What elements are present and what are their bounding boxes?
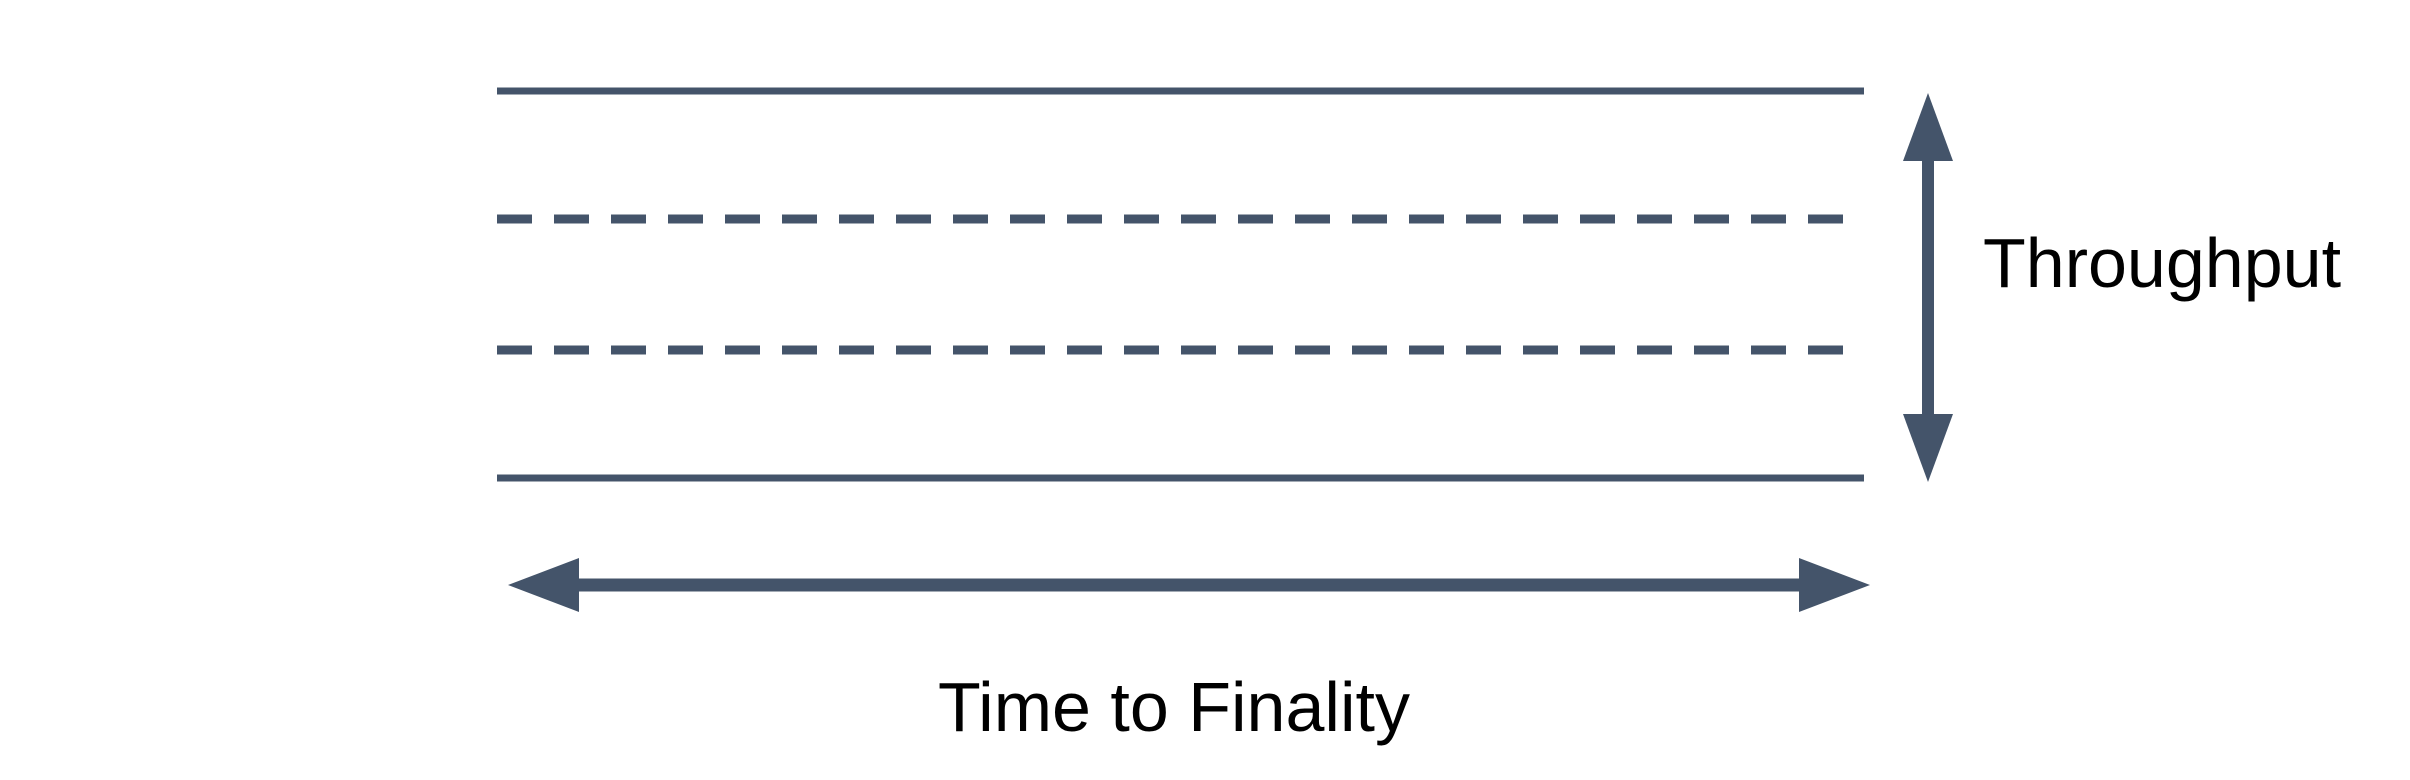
finality-arrow-head-right — [1799, 558, 1870, 612]
throughput-measure-arrow — [1903, 93, 1953, 482]
throughput-arrow-head-up — [1903, 93, 1953, 161]
throughput-axis-label: Throughput — [1983, 224, 2341, 302]
finality-arrow-head-left — [508, 558, 579, 612]
throughput-arrow-head-down — [1903, 414, 1953, 482]
lane-band-group — [497, 87, 1864, 482]
finality-arrow-shaft — [572, 578, 1806, 592]
time-to-finality-measure-arrow — [508, 558, 1870, 612]
throughput-arrow-shaft — [1922, 151, 1934, 424]
time-to-finality-axis-label: Time to Finality — [938, 668, 1410, 746]
